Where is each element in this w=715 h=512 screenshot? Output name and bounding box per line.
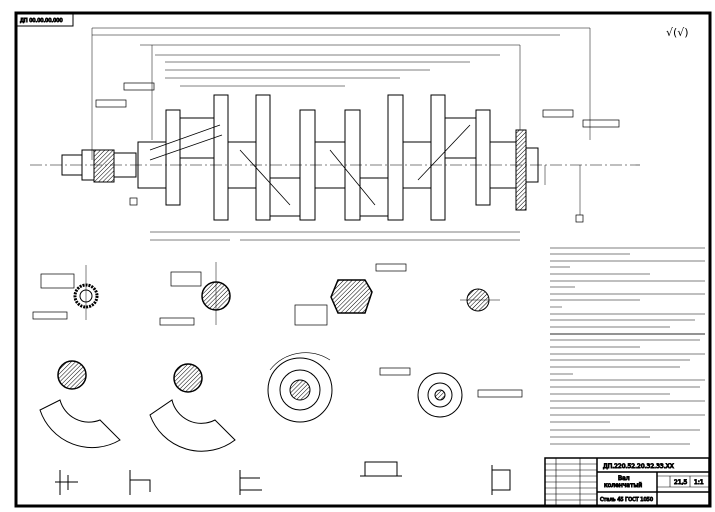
scale-value: 1:1: [694, 479, 704, 486]
part-name-line2: коленчатый: [604, 482, 642, 489]
material: Сталь 45 ГОСТ 1050: [600, 497, 653, 503]
mass-value: 21,5: [674, 479, 688, 486]
technical-requirements: [550, 247, 705, 445]
stamp-box: [16, 13, 74, 27]
title-block: [544, 457, 710, 507]
part-name-line1: Вал: [618, 475, 630, 482]
stamp-code: ДП 00.00.00.000: [20, 18, 63, 24]
crank-pin: [269, 177, 301, 217]
roughness-symbol: √(√): [666, 26, 689, 39]
front-gear: [93, 149, 115, 183]
detail-views: [55, 461, 511, 495]
document-code: ДП.220.52.20.32.33.ХХ: [603, 463, 674, 470]
crank-pin: [359, 177, 389, 217]
section-views-row-2: [39, 352, 523, 452]
crank-pin: [179, 117, 215, 159]
section-views-row-1: [32, 262, 500, 326]
crank-pin: [444, 117, 477, 159]
sheet-frame: [14, 11, 712, 508]
crankshaft-main-view: [30, 27, 640, 241]
